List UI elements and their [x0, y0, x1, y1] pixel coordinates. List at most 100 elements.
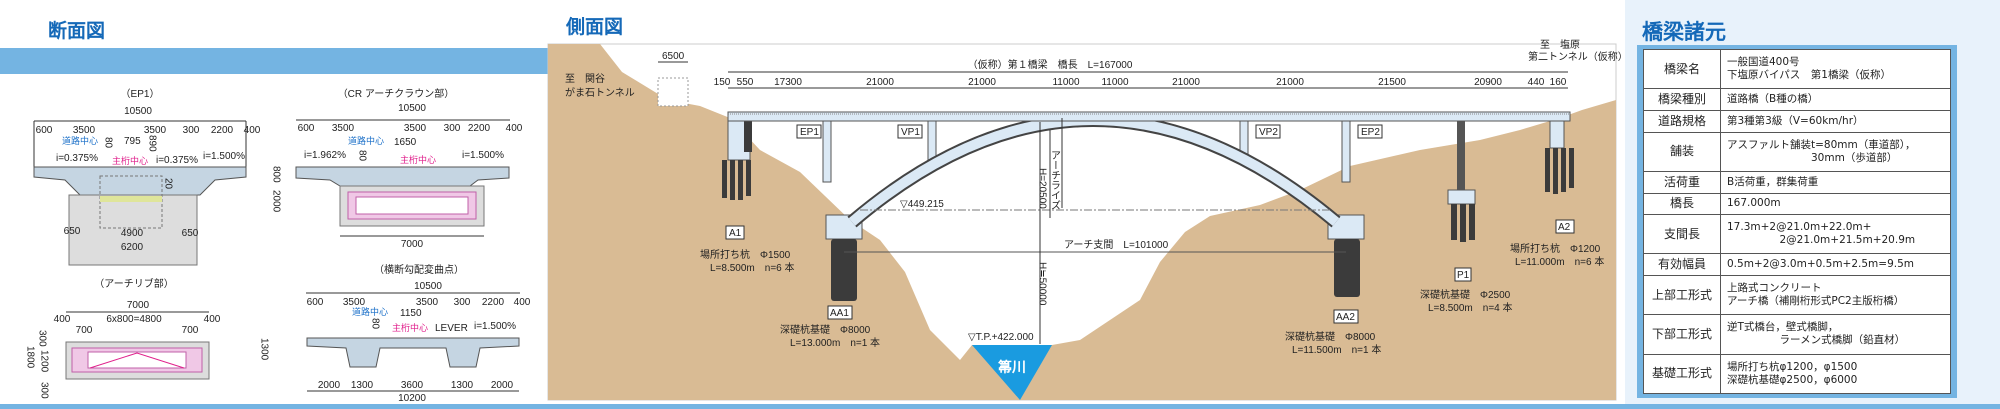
drawing-label: 890	[147, 135, 158, 152]
drawing-label: （アーチリブ部）	[94, 277, 173, 290]
drawing-label: 道路中心	[348, 135, 384, 146]
drawing-label: 1300	[351, 380, 374, 391]
arch-rise: アーチライズ	[1049, 150, 1061, 210]
drawing-label: 道路中心	[352, 306, 388, 317]
drawing-label: 1300	[259, 338, 270, 361]
drawing-label: 300	[444, 123, 461, 134]
drawing-label: A2	[1558, 222, 1571, 233]
drawing-label: 600	[36, 125, 53, 136]
drawing-label: L=13.000m n=1 本	[790, 336, 880, 349]
drawing-label: 1300	[451, 380, 474, 391]
drawing-label: 主桁中心	[400, 154, 436, 165]
drawing-label: LEVER	[435, 323, 468, 334]
drawing-label: i=0.375%	[156, 155, 198, 166]
drawing-label: 4900	[121, 228, 144, 239]
drawing-label: 10500	[414, 281, 442, 292]
spec-title: 橋梁諸元	[1642, 19, 1726, 44]
drawing-label: 650	[182, 228, 199, 239]
drawing-label: 10500	[124, 106, 152, 117]
total-height: H≒50000	[1037, 262, 1048, 306]
left-destination-2: がま石トンネル	[565, 86, 635, 99]
spec-row: 下部工形式逆T式橋台，壁式橋脚， ラーメン式橋脚（鉛直材）	[1643, 314, 1951, 355]
drawing-label: 400	[514, 297, 531, 308]
drawing-label: 主桁中心	[112, 155, 148, 166]
drawing-label: 2000	[318, 380, 341, 391]
drawing-label: 160	[1550, 77, 1567, 88]
drawing-label: 場所打ち杭 Φ1500	[700, 248, 791, 261]
drawing-label: （横断勾配変曲点）	[374, 263, 464, 276]
bridge-length: （仮称）第１橋梁 橋長 L=167000	[968, 58, 1133, 71]
drawing-label: 21000	[866, 77, 894, 88]
drawing-label: L=11.500m n=1 本	[1292, 343, 1381, 356]
drawing-label: 700	[76, 325, 93, 336]
spec-key: 舗装	[1643, 131, 1721, 172]
drawing-label: 10200	[398, 393, 426, 404]
drawing-label: 400	[244, 125, 261, 136]
drawing-label: 1650	[394, 137, 417, 148]
drawing-label: 700	[182, 325, 199, 336]
piles-p1	[1451, 204, 1475, 242]
drawing-label: i=0.375%	[56, 153, 98, 164]
drawing-label: 20900	[1474, 77, 1502, 88]
drawing-label: 650	[64, 226, 81, 237]
column-vp1	[927, 119, 937, 161]
river-level: ▽T.P.+422.000	[968, 332, 1034, 343]
drawing-label: i=1.500%	[474, 321, 516, 332]
caisson-aa2	[1334, 239, 1360, 297]
spec-key: 橋梁種別	[1643, 88, 1721, 111]
spec-key: 橋長	[1643, 192, 1721, 216]
section-header-band	[0, 48, 548, 74]
drawing-label: i=1.500%	[203, 151, 245, 162]
left-destination-1: 至 関谷	[565, 73, 605, 85]
footing-p1	[1447, 189, 1476, 205]
spec-value: 167.000m	[1720, 192, 1951, 216]
drawing-label: 3500	[73, 125, 96, 136]
column-p1	[1457, 120, 1465, 190]
drawing-label: 3500	[343, 297, 366, 308]
drawing-label: 2000	[271, 190, 282, 213]
spec-key: 基礎工形式	[1643, 353, 1721, 395]
drawing-label: 6200	[121, 242, 144, 253]
column-a1	[744, 120, 752, 152]
side-view: 至 関谷 がま石トンネル 至 塩原 第二トンネル（仮称） 6500 （仮称）第１…	[547, 38, 1628, 401]
spec-value: 0.5m+2@3.0m+0.5m+2.5m=9.5m	[1720, 253, 1951, 277]
drawing-label: 11000	[1101, 77, 1129, 88]
drawing-label: 300	[183, 125, 200, 136]
drawing-label: 7000	[401, 239, 424, 250]
spec-key: 有効幅員	[1643, 253, 1721, 277]
drawing-label: 3600	[401, 380, 424, 391]
spec-value: アスファルト舗装t=80mm（車道部）， 30mm（歩道部）	[1720, 131, 1951, 172]
drawing-label: 深礎杭基礎 Φ8000	[780, 323, 871, 336]
piles-a2	[1545, 148, 1574, 194]
right-destination-1: 至 塩原	[1540, 38, 1580, 51]
right-destination-2: 第二トンネル（仮称）	[1528, 50, 1628, 63]
drawing-label: 80	[103, 137, 114, 149]
drawing-label: 80	[370, 318, 381, 330]
spec-key: 上部工形式	[1643, 275, 1721, 316]
drawing-label: 300	[454, 297, 471, 308]
drawing-label: （CR アーチクラウン部）	[338, 87, 455, 100]
drawing-label: 11000	[1052, 77, 1080, 88]
drawing-label: 795	[124, 136, 141, 147]
drawing-label: 550	[737, 77, 754, 88]
rise-height: H=20500	[1037, 168, 1048, 209]
drawing-label: 2000	[491, 380, 514, 391]
drawing-label: 3500	[404, 123, 427, 134]
drawing-label: 20	[163, 178, 174, 190]
tunnel-portal	[657, 77, 689, 107]
column-ep2	[1341, 119, 1351, 183]
spec-row: 道路規格第3種第3級（V=60km/hr）	[1643, 109, 1951, 133]
spec-table-frame: 橋梁名一般国道400号 下塩原バイパス 第1橋梁（仮称）橋梁種別道路橋（B種の橋…	[1637, 45, 1957, 398]
abutment-a2	[1549, 117, 1565, 149]
spec-key: 道路規格	[1643, 109, 1721, 133]
spec-row: 舗装アスファルト舗装t=80mm（車道部）， 30mm（歩道部）	[1643, 131, 1951, 172]
drawing-label: P1	[1457, 270, 1470, 281]
spec-row: 橋梁名一般国道400号 下塩原バイパス 第1橋梁（仮称）	[1643, 48, 1951, 90]
drawing-label: AA1	[830, 308, 849, 319]
drawing-label: 7000	[127, 300, 150, 311]
